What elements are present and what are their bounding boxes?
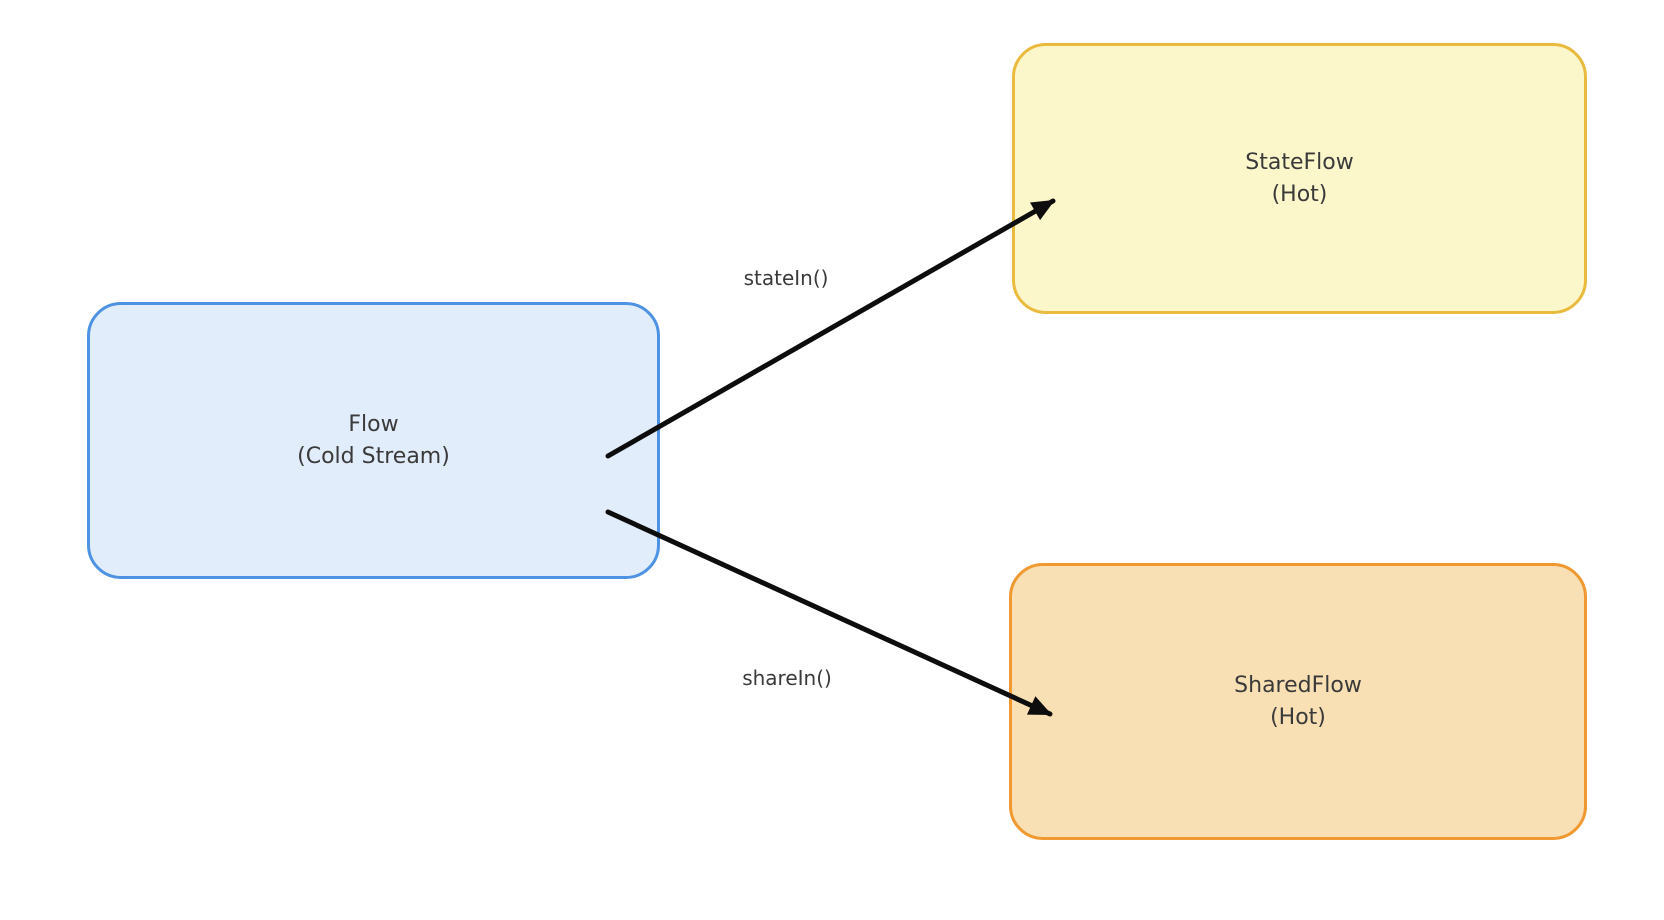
node-sharedflow: SharedFlow (Hot) bbox=[1009, 563, 1587, 840]
node-stateflow: StateFlow (Hot) bbox=[1012, 43, 1587, 314]
node-flow-title: Flow bbox=[348, 411, 399, 437]
node-flow: Flow (Cold Stream) bbox=[87, 302, 660, 579]
node-sharedflow-subtitle: (Hot) bbox=[1270, 704, 1326, 730]
edge-label-sharein: shareIn() bbox=[742, 666, 832, 690]
edge-label-statein: stateIn() bbox=[743, 266, 829, 290]
node-flow-subtitle: (Cold Stream) bbox=[297, 443, 450, 469]
node-sharedflow-title: SharedFlow bbox=[1234, 672, 1362, 698]
node-stateflow-subtitle: (Hot) bbox=[1271, 181, 1328, 207]
edge-statein-arrow bbox=[605, 198, 1056, 459]
node-stateflow-title: StateFlow bbox=[1245, 149, 1354, 175]
